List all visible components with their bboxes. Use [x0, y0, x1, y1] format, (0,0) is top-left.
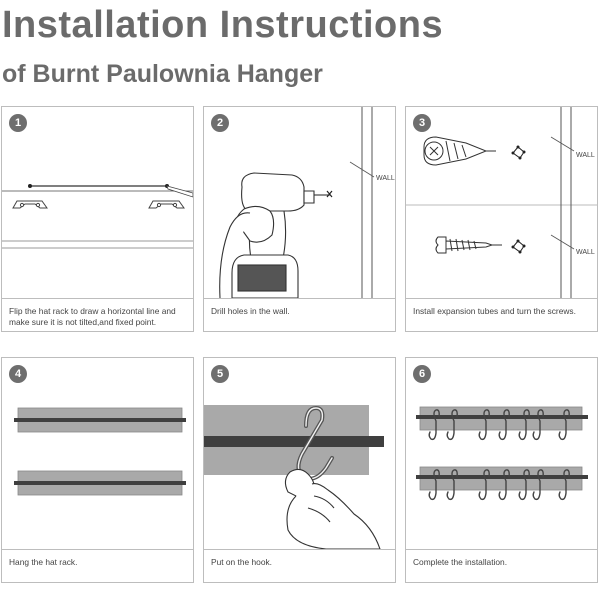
- s-hook: [478, 469, 490, 501]
- step-caption: Hang the hat rack.: [9, 557, 78, 567]
- s-hook: [428, 409, 440, 441]
- step-number-badge: 5: [211, 365, 229, 383]
- page-subtitle: of Burnt Paulownia Hanger: [2, 60, 323, 88]
- step-4-illustration: [2, 358, 193, 549]
- s-hook: [446, 409, 458, 441]
- s-hook: [498, 469, 510, 501]
- step-number-badge: 4: [9, 365, 27, 383]
- caption-divider: [2, 298, 193, 299]
- step-2-illustration: WALL: [204, 107, 395, 298]
- step-1-illustration: [2, 107, 193, 298]
- s-hook: [558, 409, 570, 441]
- s-hook: [532, 409, 544, 441]
- step-number-badge: 2: [211, 114, 229, 132]
- step-panel-1: 1 Flip the hat rack to draw a horizontal…: [1, 106, 194, 332]
- step-panel-3: 3 WALL WALL: [405, 106, 598, 332]
- step-panel-6: 6 Complete the installation.: [405, 357, 598, 583]
- caption-divider: [406, 298, 597, 299]
- step-5-illustration: [204, 358, 395, 549]
- step-number-badge: 3: [413, 114, 431, 132]
- step-number-badge: 1: [9, 114, 27, 132]
- s-hook: [518, 469, 530, 501]
- step-caption: Drill holes in the wall.: [211, 306, 290, 316]
- s-hook: [518, 409, 530, 441]
- s-hook: [446, 469, 458, 501]
- s-hook: [478, 409, 490, 441]
- caption-divider: [2, 549, 193, 550]
- wall-label-top: WALL: [576, 152, 595, 159]
- step-panel-5: 5 Put on the hook.: [203, 357, 396, 583]
- caption-divider: [204, 298, 395, 299]
- wall-label: WALL: [376, 175, 395, 182]
- step-number-badge: 6: [413, 365, 431, 383]
- step-caption: Flip the hat rack to draw a horizontal l…: [9, 306, 176, 327]
- s-hook: [498, 409, 510, 441]
- s-hook: [532, 469, 544, 501]
- page-title: Installation Instructions: [2, 4, 444, 46]
- step-3-illustration: WALL WALL: [406, 107, 597, 298]
- caption-divider: [406, 549, 597, 550]
- s-hook: [558, 469, 570, 501]
- step-caption: Install expansion tubes and turn the scr…: [413, 306, 576, 316]
- s-hook: [428, 469, 440, 501]
- step-panel-2: 2 WALL Drill holes in the wall.: [203, 106, 396, 332]
- step-6-illustration: [406, 358, 597, 549]
- step-caption: Put on the hook.: [211, 557, 272, 567]
- step-panel-4: 4 Hang the hat rack.: [1, 357, 194, 583]
- step-caption: Complete the installation.: [413, 557, 508, 567]
- caption-divider: [204, 549, 395, 550]
- wall-label-bottom: WALL: [576, 249, 595, 256]
